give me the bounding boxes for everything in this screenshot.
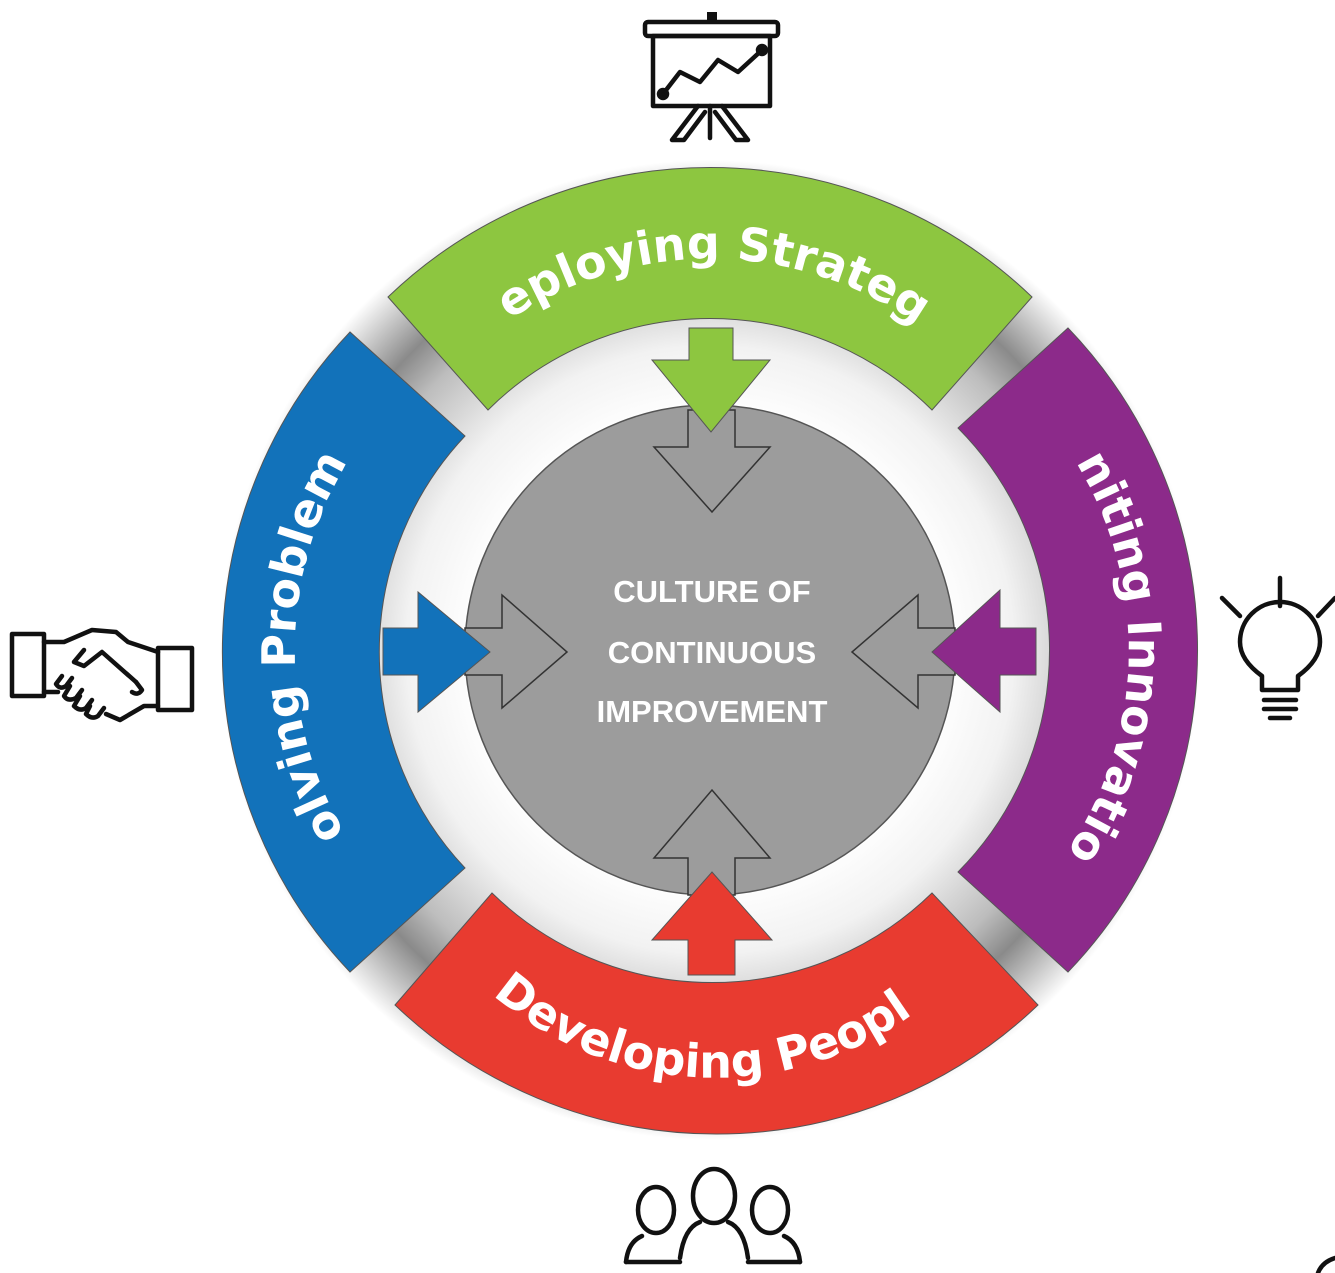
segment-solving-problems: Solving Problems [0,0,491,973]
center-line-2: CONTINUOUS [608,635,816,670]
presentation-chart-icon [642,12,781,143]
inner-outline-arrows [464,409,956,896]
center-line-3: IMPROVEMENT [597,694,828,729]
people-group-icon [623,1166,803,1265]
lightbulb-icon [1219,575,1335,721]
center-label: CULTURE OF CONTINUOUS IMPROVEMENT [597,574,828,729]
corner-mark-icon [1315,1255,1335,1273]
handshake-icon [9,627,195,723]
center-line-1: CULTURE OF [613,574,810,609]
